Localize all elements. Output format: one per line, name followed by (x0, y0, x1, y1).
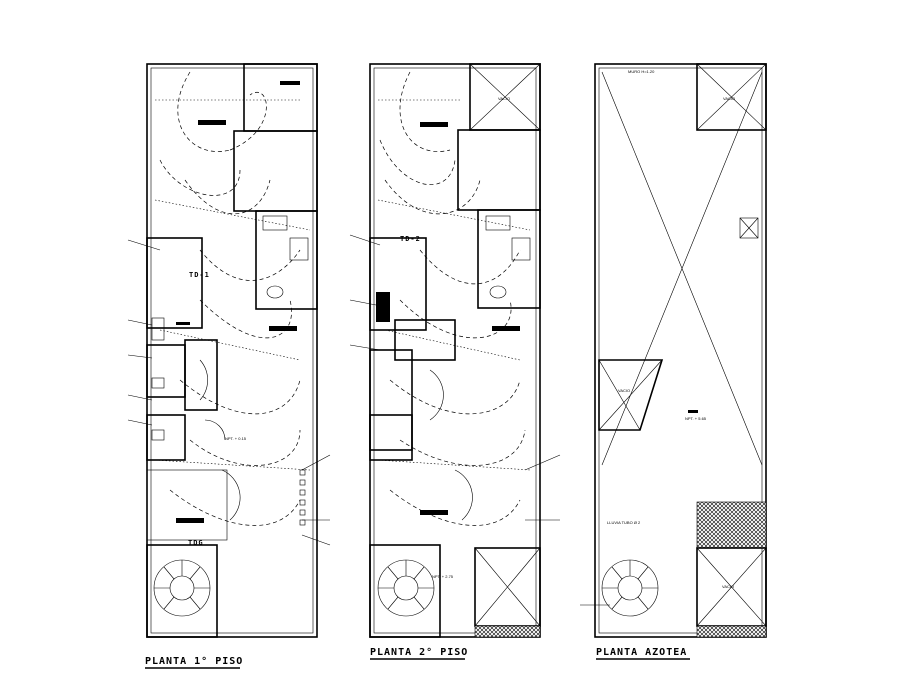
plan-3-outline (594, 63, 767, 638)
panel-label-td2: TD-2 (400, 235, 421, 243)
plan-title-first-floor: PLANTA 1° PISO (145, 656, 243, 667)
panel-label-tdg: TDG (188, 539, 204, 547)
rain-pipe-label: LLUVIA TUBO Ø 2 (607, 520, 641, 525)
void-label-2a: VACIO (498, 96, 510, 101)
plan-title-roof: PLANTA AZOTEA (596, 647, 687, 658)
plan-title-second-floor: PLANTA 2° PISO (370, 647, 468, 658)
plan-second-floor: VACIO TD-2 NPT. + 2.75 PLANTA 2° PISO (349, 63, 561, 660)
plan-first-floor: TD-1 TDG NPT. + 0.15 PLANTA 1° PISO (127, 63, 331, 669)
plan-1-outline (146, 63, 318, 638)
level-label-1: NPT. + 0.15 (225, 436, 247, 441)
level-label-2: NPT. + 2.75 (432, 574, 454, 579)
panel-label-td1: TD-1 (189, 271, 210, 279)
level-label-roof: NPT. + 5.65 (685, 416, 707, 421)
void-label-3c: VACIO (722, 584, 734, 589)
plan-roof: VACIO MURO H=1.20 VACIO VACIO NPT. + 5.6… (580, 63, 767, 660)
void-label-3a: VACIO (723, 96, 735, 101)
wall-label-roof: MURO H=1.20 (628, 69, 655, 74)
void-label-3b: VACIO (618, 388, 630, 393)
